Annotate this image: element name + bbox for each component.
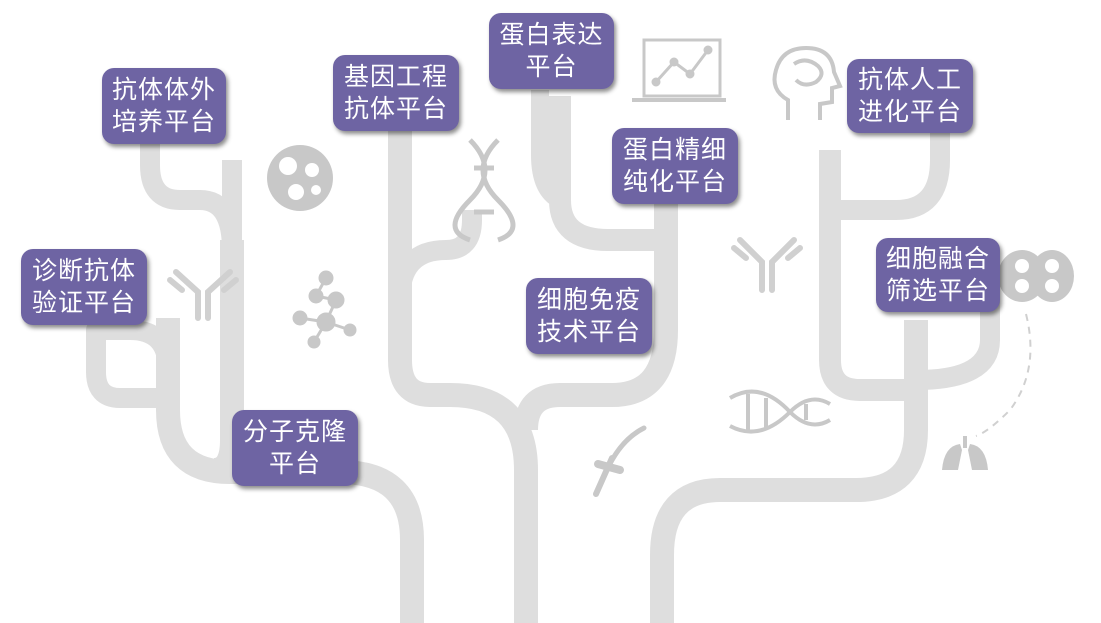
platform-molecular-cloning: 分子克隆 平台 — [232, 410, 358, 486]
platform-label-line1: 诊断抗体 — [31, 256, 136, 285]
brain-head-icon — [772, 45, 843, 120]
antibody-icon — [731, 237, 803, 293]
platform-cell-immunization: 细胞免疫 技术平台 — [526, 278, 652, 354]
platform-label-line2: 技术平台 — [536, 317, 641, 346]
platform-label-line1: 蛋白精细 — [622, 135, 727, 164]
platform-genetic-engineering: 基因工程 抗体平台 — [333, 55, 459, 131]
platform-label-line1: 基因工程 — [343, 62, 448, 91]
platform-antibody-evolution: 抗体人工 进化平台 — [847, 59, 973, 133]
platform-label-line2: 平台 — [268, 449, 321, 478]
platform-label-line2: 培养平台 — [112, 107, 217, 136]
dashed-connector — [975, 313, 1032, 437]
platform-label-line2: 平台 — [525, 52, 578, 81]
platform-protein-purification: 蛋白精细 纯化平台 — [612, 128, 738, 204]
cells-icon — [998, 250, 1074, 302]
dna-helix-icon — [728, 389, 832, 434]
platform-label-line2: 纯化平台 — [622, 167, 727, 196]
platform-label-line1: 抗体体外 — [112, 75, 217, 104]
platform-label-line2: 验证平台 — [31, 288, 136, 317]
platform-label-line1: 抗体人工 — [857, 65, 962, 94]
line-chart-icon — [632, 38, 726, 102]
platform-protein-expression: 蛋白表达 平台 — [489, 13, 614, 89]
cell-icon — [267, 145, 333, 211]
lungs-icon — [942, 436, 988, 470]
platform-cell-fusion: 细胞融合 筛选平台 — [876, 238, 1000, 312]
molecule-icon — [292, 270, 357, 349]
platform-label-line2: 进化平台 — [857, 97, 962, 126]
platform-label-line2: 筛选平台 — [886, 276, 991, 305]
platform-label-line1: 蛋白表达 — [499, 20, 604, 49]
tree-branches — [86, 90, 1000, 623]
platform-label-line1: 细胞融合 — [886, 244, 991, 273]
dna-icon — [452, 138, 516, 243]
platform-antibody-culture: 抗体体外 培养平台 — [102, 68, 226, 144]
antibody-icon — [167, 269, 239, 321]
platform-diagnostic-antibody: 诊断抗体 验证平台 — [21, 249, 147, 325]
platform-label-line1: 细胞免疫 — [536, 285, 641, 314]
syringe-icon — [593, 425, 647, 497]
platform-label-line1: 分子克隆 — [242, 417, 347, 446]
platform-label-line2: 抗体平台 — [343, 94, 448, 123]
